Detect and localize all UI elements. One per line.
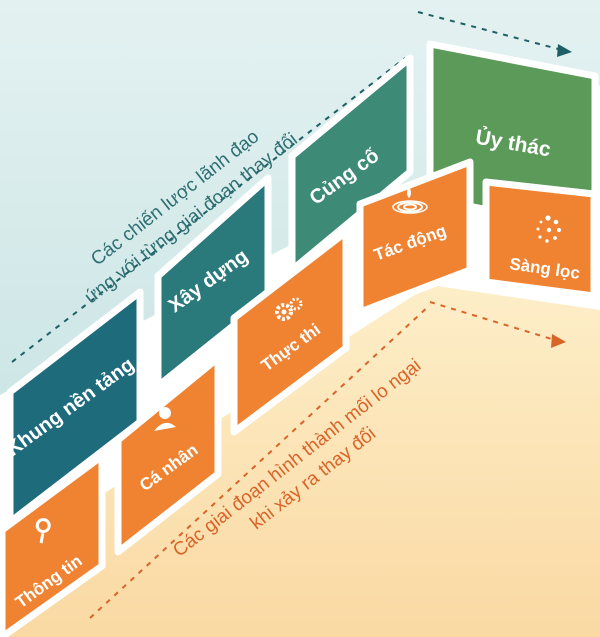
stage-card-0: Thông tin (0, 452, 106, 637)
bottom-background (0, 285, 600, 637)
top-arrowhead (557, 44, 572, 57)
stage-card-shape (0, 452, 106, 637)
circle-dots-icon (536, 215, 562, 243)
stage-card-shape (482, 178, 598, 300)
stage-card-1: Cá nhân (114, 354, 222, 556)
stage-card-2: Thực thi (230, 228, 350, 436)
top-arrow (11, 11, 572, 363)
stage-card-shape (356, 158, 474, 316)
stage-card-shape (230, 228, 350, 436)
person-icon (154, 407, 176, 431)
stage-card-4: Sàng lọc (482, 178, 598, 300)
stage-card-shape (114, 354, 222, 556)
strategy-card-shape (288, 54, 414, 274)
stage-card-3: Tác động (356, 158, 474, 316)
gears-icon (275, 297, 303, 321)
bottom-arrow (89, 301, 566, 619)
search-icon (35, 518, 51, 544)
bottom-arrowhead (551, 334, 566, 348)
ripple-icon (392, 186, 428, 214)
